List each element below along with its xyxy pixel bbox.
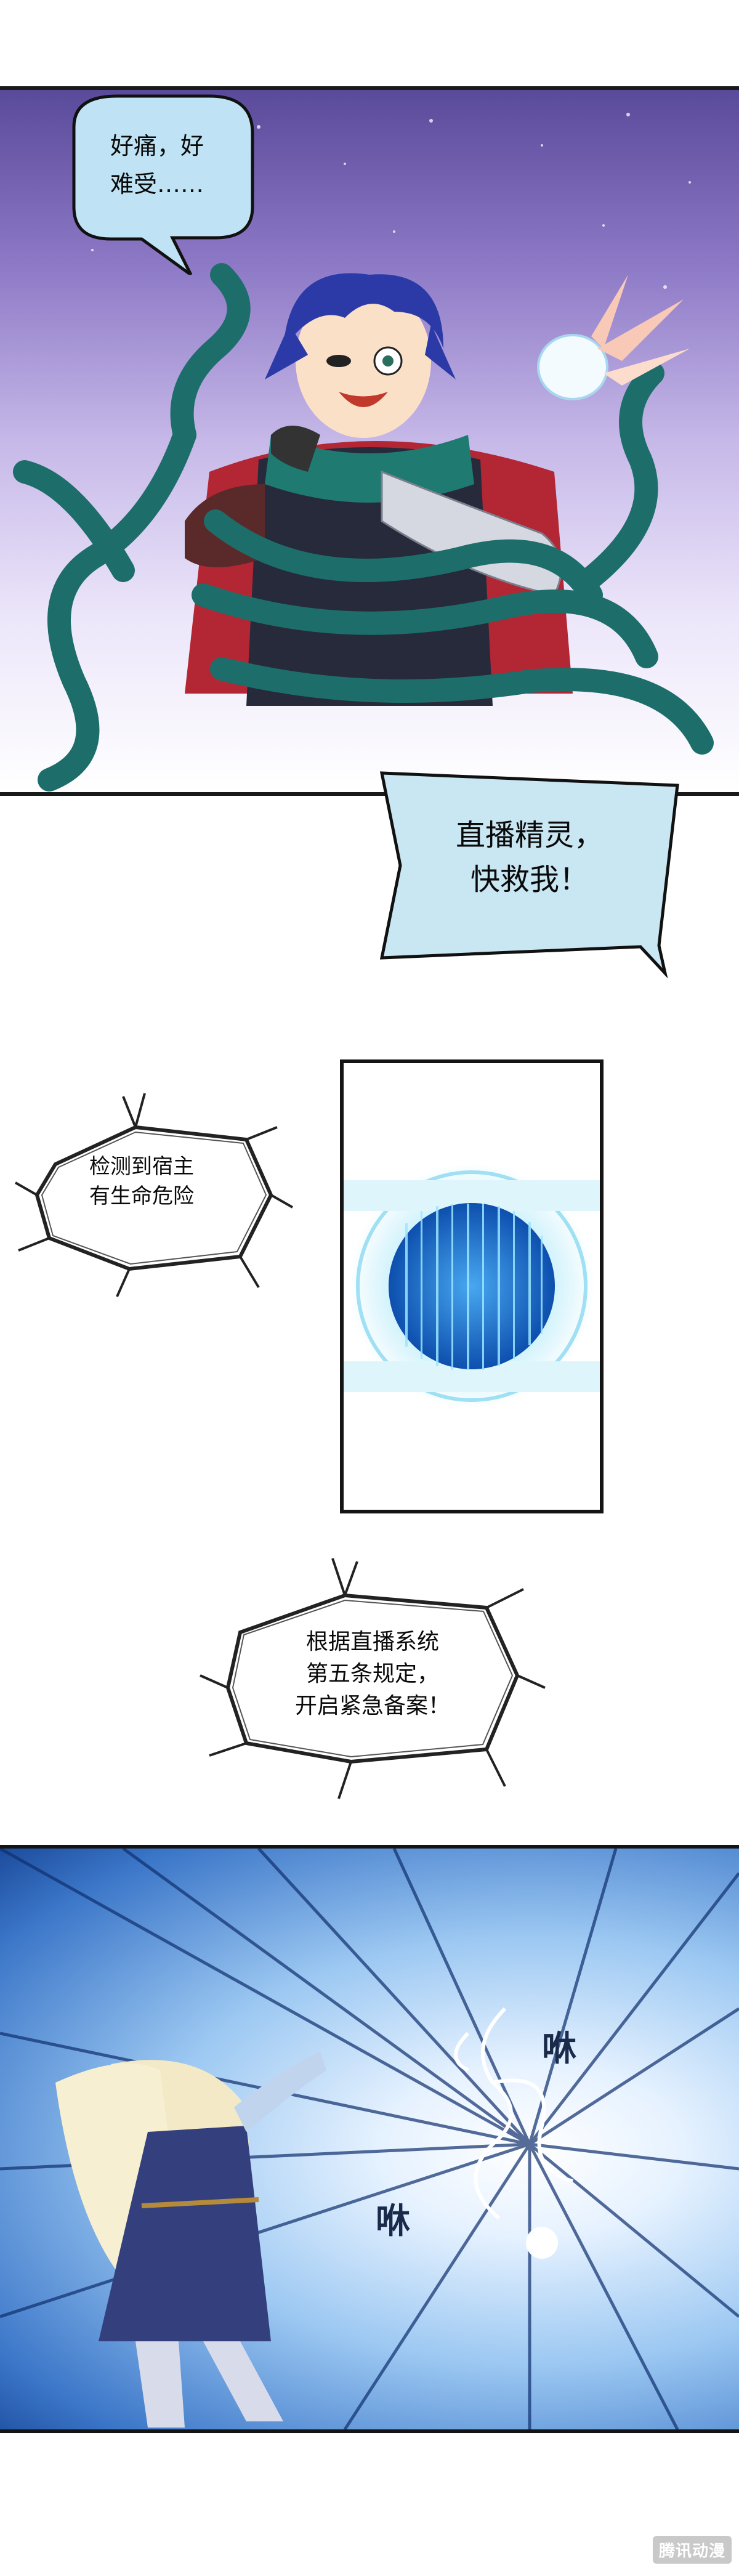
speech-bubble-text: 好痛，好 难受…… — [74, 127, 240, 203]
caption-box — [379, 771, 679, 979]
tentacles — [13, 263, 714, 792]
system-box-2 — [200, 1558, 546, 1799]
magic-swirl — [454, 2007, 573, 2220]
comic-panel-1: 好痛，好 难受…… — [0, 86, 739, 796]
system-box-2-text: 根据直播系统 第五条规定， 开启紧急备案！ — [265, 1626, 480, 1722]
caption-text: 直播精灵， 快救我！ — [419, 813, 640, 902]
sfx-right: 咻 — [542, 2029, 576, 2069]
character-illustration — [185, 273, 573, 706]
screen-artwork — [344, 1163, 600, 1409]
system-box-1-text: 检测到宿主 有生命危险 — [49, 1152, 234, 1211]
blonde-character — [55, 2052, 326, 2428]
speech-line-1: 好痛，好 — [110, 132, 204, 160]
screen-code-rain — [405, 1204, 543, 1370]
publisher-watermark: 腾讯动漫 — [652, 2536, 732, 2564]
screen-ring — [356, 1170, 588, 1402]
comic-panel-2-screen — [340, 1059, 604, 1513]
caption-line-2: 快救我！ — [470, 862, 589, 897]
system-box-2-line-2: 第五条规定， — [305, 1661, 439, 1687]
system-box-2-line-1: 根据直播系统 — [305, 1629, 439, 1655]
speech-bubble — [72, 94, 254, 275]
sfx-left: 咻 — [376, 2201, 410, 2242]
system-box-1-line-1: 检测到宿主 — [89, 1154, 194, 1179]
system-box-1-line-2: 有生命危险 — [89, 1184, 194, 1209]
panel1-artwork — [13, 113, 714, 792]
floating-sprite — [537, 275, 690, 400]
system-box-2-line-3: 开启紧急备案！ — [294, 1693, 450, 1719]
speech-line-2: 难受…… — [110, 171, 204, 198]
sprite-orb — [526, 2227, 558, 2259]
comic-panel-3: 咻 咻 — [0, 1845, 739, 2433]
panel3-artwork — [0, 1849, 739, 2429]
caption-line-1: 直播精灵， — [455, 818, 604, 853]
system-box-1 — [15, 1093, 293, 1297]
